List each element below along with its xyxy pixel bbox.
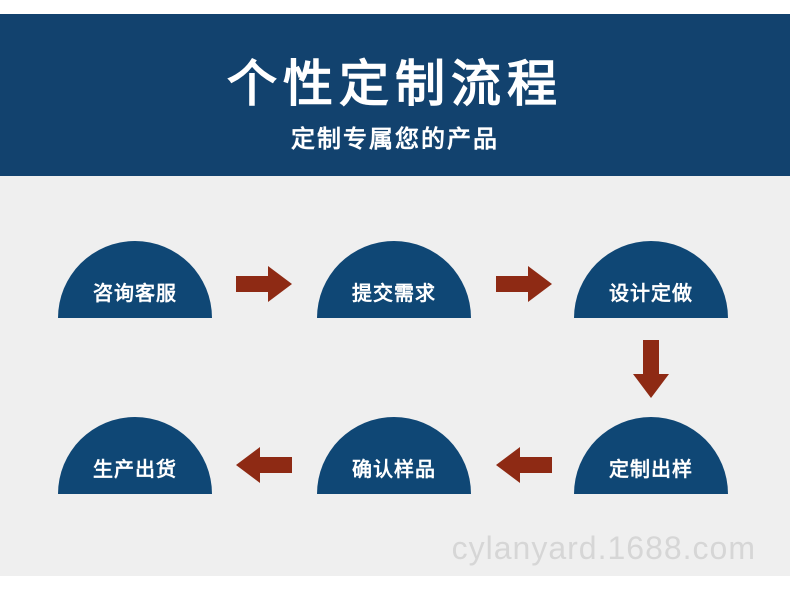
process-panel [0, 176, 790, 576]
step-label: 提交需求 [352, 281, 436, 305]
step-label: 设计定做 [609, 281, 693, 305]
header-banner: 个性定制流程 定制专属您的产品 [0, 14, 790, 176]
step-label: 生产出货 [93, 457, 177, 481]
page-title: 个性定制流程 [227, 55, 563, 113]
step-label: 咨询客服 [93, 281, 177, 305]
step-label: 确认样品 [352, 457, 436, 481]
step-label: 定制出样 [609, 457, 693, 481]
arrow-right-icon [496, 266, 552, 302]
arrow-right-icon [236, 266, 292, 302]
arrow-left-icon [236, 447, 292, 483]
watermark: cylanyard.1688.com [451, 530, 756, 566]
arrow-down-icon [633, 340, 669, 398]
page-subtitle: 定制专属您的产品 [291, 125, 499, 153]
arrow-left-icon [496, 447, 552, 483]
